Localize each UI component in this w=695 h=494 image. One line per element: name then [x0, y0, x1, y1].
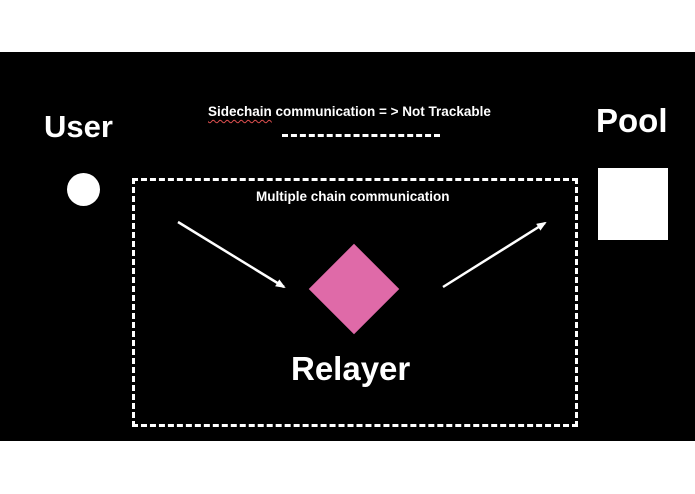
- relayer-label: Relayer: [291, 350, 411, 387]
- header-caption-sidechain: Sidechain: [208, 104, 272, 119]
- pool-label: Pool: [596, 102, 668, 139]
- arrow-relayer-to-pool: [442, 221, 547, 289]
- arrow-user-to-relayer: [177, 220, 286, 289]
- multiple-chain-box: [132, 178, 578, 427]
- arrows-layer: [177, 220, 547, 289]
- pool-square-icon: [598, 168, 668, 240]
- user-circle-icon: [67, 173, 100, 206]
- user-label: User: [44, 109, 113, 144]
- header-caption-rest: communication = > Not Trackable: [271, 104, 491, 119]
- header-caption: Sidechain communication = > Not Trackabl…: [208, 104, 491, 119]
- multiple-chain-title: Multiple chain communication: [256, 189, 450, 204]
- diagram-slide: Sidechain communication = > Not Trackabl…: [0, 52, 695, 441]
- header-dashed-line: [282, 134, 440, 137]
